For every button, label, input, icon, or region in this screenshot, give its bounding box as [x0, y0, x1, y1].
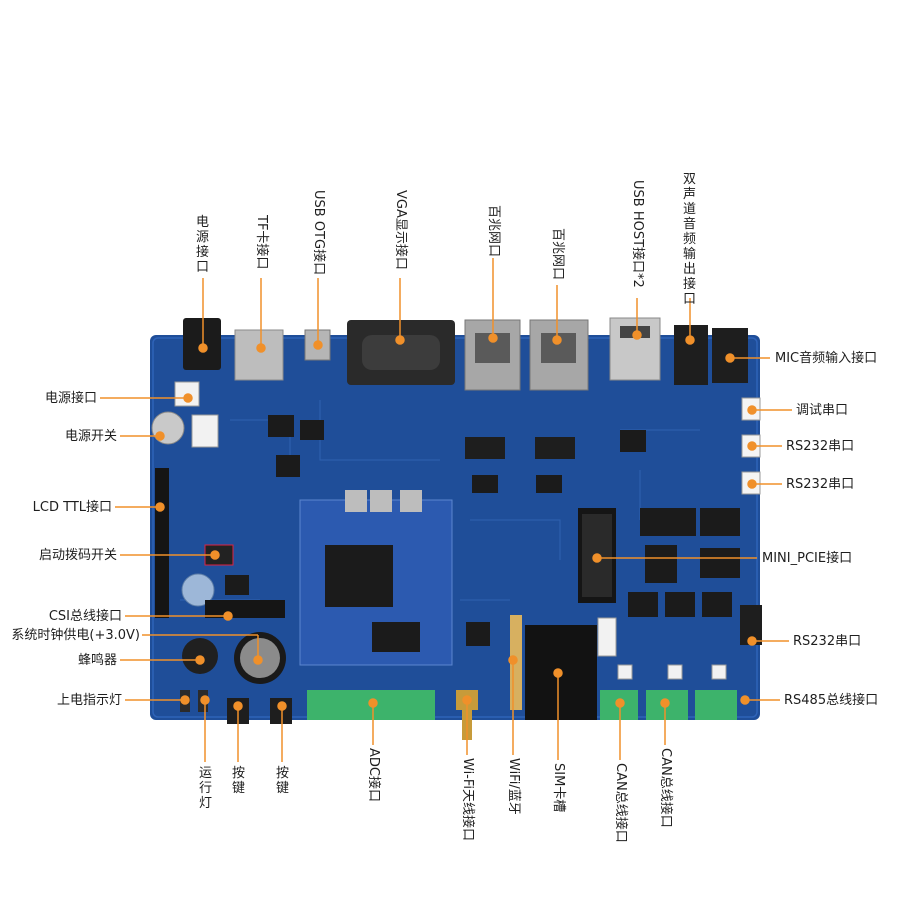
label-debug-uart: 调试串口 [796, 403, 849, 418]
label-vga: VGA显示接口 [393, 190, 408, 270]
label-usb-otg: USB OTG接口 [311, 190, 326, 276]
label-power-led: 上电指示灯 [56, 693, 122, 708]
label-mic-in: MIC音频输入接口 [775, 351, 878, 366]
label-rs485: RS485总线接口 [784, 693, 879, 708]
power-switch [191, 414, 219, 448]
transformer-1 [465, 437, 505, 459]
label-power-switch: 电源开关 [64, 429, 117, 444]
rs232-connector-3 [740, 605, 762, 645]
label-stereo-out: 双声道音频输出接口 [682, 172, 696, 307]
label-adc: ADC接口 [366, 748, 381, 802]
label-wifi-bt: WiFi/蓝牙 [506, 758, 521, 815]
ic-chips [225, 415, 740, 646]
label-lcd-ttl: LCD TTL接口 [32, 500, 112, 515]
label-clock-supply: 系统时钟供电(+3.0V) [11, 628, 140, 643]
label-ethernet-1: 百兆网口 [486, 205, 501, 258]
label-rs232-3: RS232串口 [793, 634, 862, 649]
label-power-top: 电源接口 [195, 215, 209, 275]
rs485-terminal [695, 690, 737, 720]
audio-out-jack [674, 325, 708, 385]
label-sim-slot: SIM卡槽 [551, 763, 566, 813]
label-power-left: 电源接口 [44, 391, 97, 406]
label-key-1: 按键 [231, 766, 245, 796]
callout-lines [100, 258, 792, 762]
label-usb-host: USB HOST接口*2 [630, 180, 645, 288]
label-can-1: CAN总线接口 [613, 763, 628, 843]
label-mini-pcie: MINI_PCIE接口 [762, 551, 853, 566]
label-wifi-antenna: Wi-Fi天线接口 [460, 758, 475, 842]
label-csi-bus: CSI总线接口 [48, 609, 122, 624]
memory-chip [372, 622, 420, 652]
tf-card-slot [234, 329, 284, 381]
label-run-led: 运行灯 [198, 766, 212, 811]
label-can-2: CAN总线接口 [658, 748, 673, 828]
label-key-2: 按键 [275, 766, 289, 796]
label-rs232-2: RS232串口 [786, 477, 855, 492]
label-ethernet-2: 百兆网口 [550, 228, 565, 281]
label-rs232-1: RS232串口 [786, 439, 855, 454]
cpu-chip [325, 545, 393, 607]
transformer-2 [535, 437, 575, 459]
lcd-ttl-header [155, 468, 169, 618]
label-boot-dip: 启动拨码开关 [38, 548, 117, 563]
capacitor-2 [181, 573, 215, 607]
label-buzzer: 蜂鸣器 [77, 653, 117, 668]
label-tf-card: TF卡接口 [254, 215, 269, 270]
